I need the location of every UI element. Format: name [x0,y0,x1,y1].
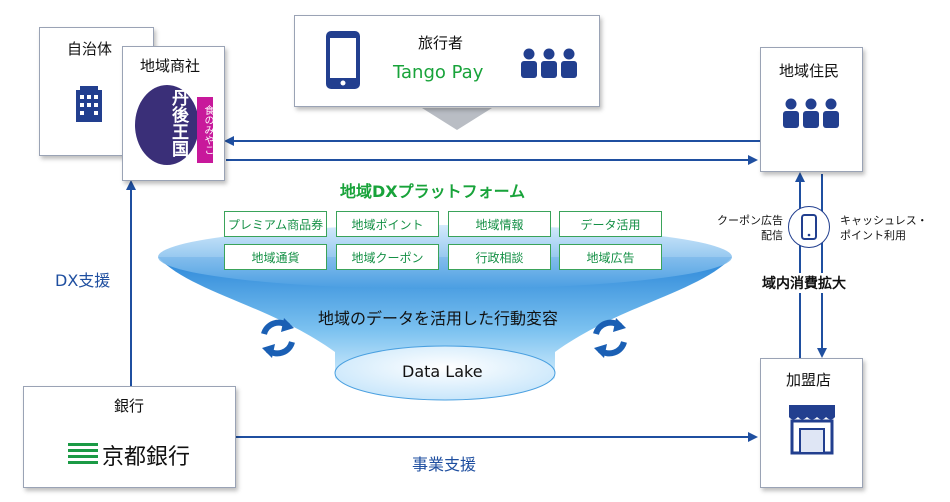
phone-circle [788,206,830,248]
coupon-ads-line1: クーポン広告 [717,214,783,227]
bank-box: 銀行 京都銀行 [23,386,236,488]
cashless-label: キャッシュレス・ ポイント利用 [840,213,950,243]
shop-icon [789,405,835,455]
service-chip: プレミアム商品券 [224,211,327,237]
funnel-shape [158,257,732,391]
bank-name-label: 京都銀行 [102,445,191,470]
store-label: 加盟店 [786,371,832,389]
behavior-change-label: 地域のデータを活用した行動変容 [318,309,559,328]
coupon-ads-line2: 配信 [761,229,783,242]
data-lake-shape [334,345,556,401]
service-chip: データ活用 [559,211,662,237]
traveler-label: 旅行者 [418,34,464,52]
tango-kingdom-logo: 丹後王国 食のみやこ [135,83,213,169]
tango-pay-label: Tango Pay [393,62,484,83]
people-icon [783,98,839,128]
cashless-line2: ポイント利用 [840,229,906,242]
store-box: 加盟店 [760,358,863,488]
residents-label: 地域住民 [779,62,840,80]
service-chip: 地域クーポン [336,244,439,270]
residents-box: 地域住民 [760,47,863,172]
logo-main-text: 丹後王国 [168,89,188,157]
traveler-box: 旅行者 Tango Pay [294,15,600,107]
service-chip: 地域通貨 [224,244,327,270]
coupon-ads-label: クーポン広告 配信 [703,213,783,243]
platform-title: 地域DXプラットフォーム [340,182,526,201]
funnel-top-rim [158,225,732,289]
bank-label: 銀行 [114,397,145,415]
smartphone-icon [326,31,360,89]
service-chip: 地域ポイント [336,211,439,237]
trading-company-label: 地域商社 [140,57,201,75]
service-chip: 地域情報 [448,211,551,237]
business-support-label: 事業支援 [412,455,477,474]
people-icon [521,48,577,78]
traveler-pointer [422,108,492,130]
consumption-label: 域内消費拡大 [760,273,848,293]
logo-sub-text: 食のみやこ [197,97,213,163]
dx-support-label: DX支援 [55,271,111,290]
kyoto-bank-logo-icon [68,443,98,464]
smartphone-icon [801,214,817,240]
service-chip: 地域広告 [559,244,662,270]
municipality-label: 自治体 [67,40,113,58]
cycle-icon-left [261,318,295,358]
building-icon [76,86,102,122]
trading-company-box: 地域商社 丹後王国 食のみやこ [122,46,225,181]
cashless-line1: キャッシュレス・ [840,214,928,227]
cycle-icon-right [593,318,627,358]
service-chip: 行政相談 [448,244,551,270]
data-lake-label: Data Lake [402,362,483,381]
